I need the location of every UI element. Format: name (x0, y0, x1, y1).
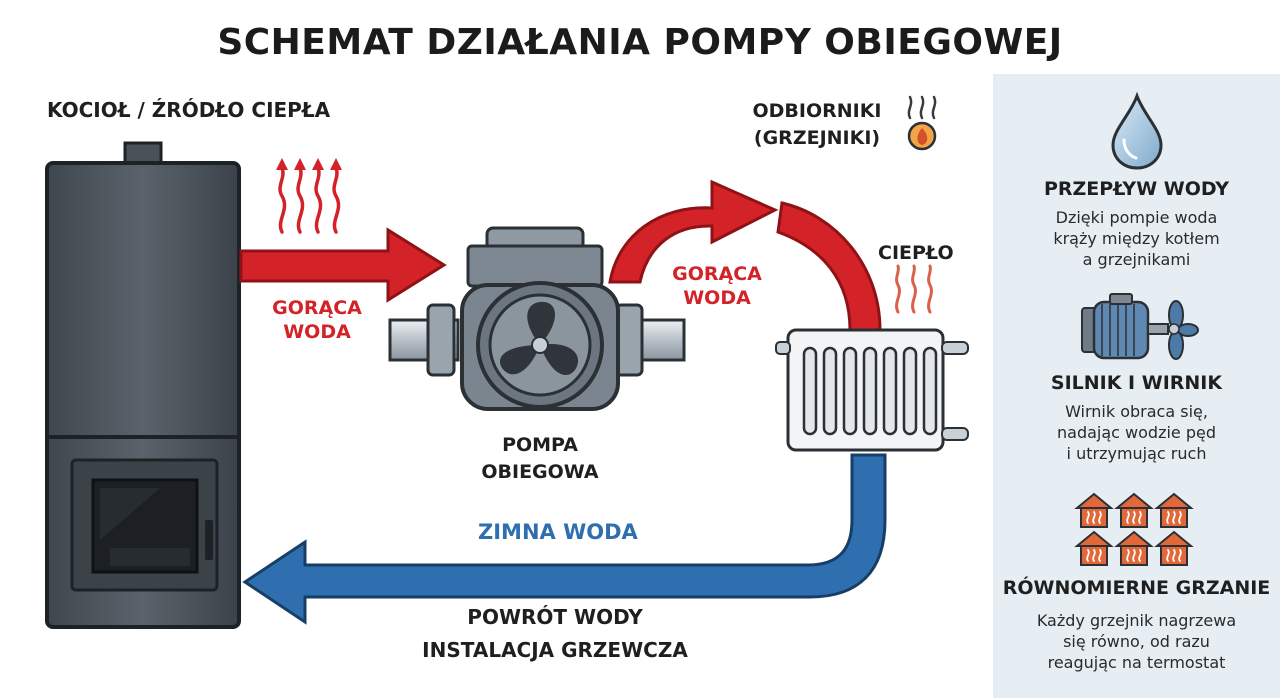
heat-waves-icon (278, 166, 341, 234)
house-icon (1114, 530, 1154, 566)
radiator-heat-icon (895, 264, 933, 314)
receivers-label-line2: (GRZEJNIKI) (753, 127, 881, 149)
sidebar-item-motor-title: SILNIK I WIRNIK (1050, 372, 1223, 394)
boiler-label: KOCIOŁ / ŹRÓDŁO CIEPŁA (47, 98, 331, 122)
house-icon (1074, 492, 1114, 528)
cold-water-return-arrow (242, 453, 887, 625)
circulation-pump (460, 226, 620, 411)
houses-icon (1074, 492, 1194, 566)
sidebar-item-flow-text: Dzięki pompie woda krąży między kotłem a… (1013, 207, 1260, 270)
radiator (775, 328, 969, 452)
hot-water-label-2-line2: WODA (683, 287, 751, 309)
sidebar-item-heating-title: RÓWNOMIERNE GRZANIE (1002, 577, 1271, 599)
hot-water-label-1-line1: GORĄCA (272, 297, 362, 319)
heat-label: CIEPŁO (878, 242, 954, 264)
house-icon (1074, 530, 1114, 566)
receivers-label: ODBIORNIKI (GRZEJNIKI) (742, 98, 892, 152)
hot-water-label-1-line2: WODA (283, 321, 351, 343)
return-label: POWRÓT WODY INSTALACJA GRZEWCZA (400, 601, 710, 667)
sidebar-item-heating-text-line2: się równo, od razu (1063, 632, 1210, 651)
hot-water-label-1: GORĄCA WODA (262, 296, 372, 344)
sidebar-item-heating-text: Każdy grzejnik nagrzewa się równo, od ra… (1013, 610, 1260, 673)
return-label-line2: INSTALACJA GRZEWCZA (422, 638, 688, 662)
return-label-line1: POWRÓT WODY (467, 605, 643, 629)
page-title: SCHEMAT DZIAŁANIA POMPY OBIEGOWEJ (217, 22, 1063, 63)
sidebar-item-motor-text: Wirnik obraca się, nadając wodzie pęd i … (1013, 401, 1260, 464)
flame-heat-icon (907, 95, 937, 151)
sidebar-item-motor-text-line1: Wirnik obraca się, (1065, 402, 1208, 421)
sidebar-item-flow-title: PRZEPŁYW WODY (1043, 178, 1230, 200)
hot-water-label-2: GORĄCA WODA (662, 262, 772, 310)
pump-label-line1: POMPA (502, 434, 578, 456)
house-icon (1154, 492, 1194, 528)
sidebar-item-flow-text-line1: Dzięki pompie woda (1055, 208, 1218, 227)
pump-pipes (388, 303, 686, 377)
house-icon (1114, 492, 1154, 528)
sidebar-item-flow-text-line2: krąży między kotłem (1053, 229, 1220, 248)
receivers-label-line1: ODBIORNIKI (752, 100, 882, 122)
sidebar-item-heating-text-line3: reagując na termostat (1047, 653, 1226, 672)
sidebar-item-flow-text-line3: a grzejnikami (1082, 250, 1191, 269)
sidebar-item-motor-text-line2: nadając wodzie pęd (1057, 423, 1216, 442)
hot-water-label-2-line1: GORĄCA (672, 263, 762, 285)
water-drop-icon (1111, 91, 1163, 170)
sidebar-item-motor-text-line3: i utrzymując ruch (1066, 444, 1207, 463)
impeller-icon (499, 301, 579, 376)
pump-label-line2: OBIEGOWA (481, 461, 599, 483)
house-icon (1154, 530, 1194, 566)
boiler (45, 141, 241, 629)
cold-water-label: ZIMNA WODA (478, 520, 638, 544)
motor-impeller-icon (1081, 293, 1199, 360)
pump-label: POMPA OBIEGOWA (460, 432, 620, 486)
sidebar-item-heating-text-line1: Każdy grzejnik nagrzewa (1036, 611, 1237, 630)
hot-water-arrow (239, 227, 447, 303)
